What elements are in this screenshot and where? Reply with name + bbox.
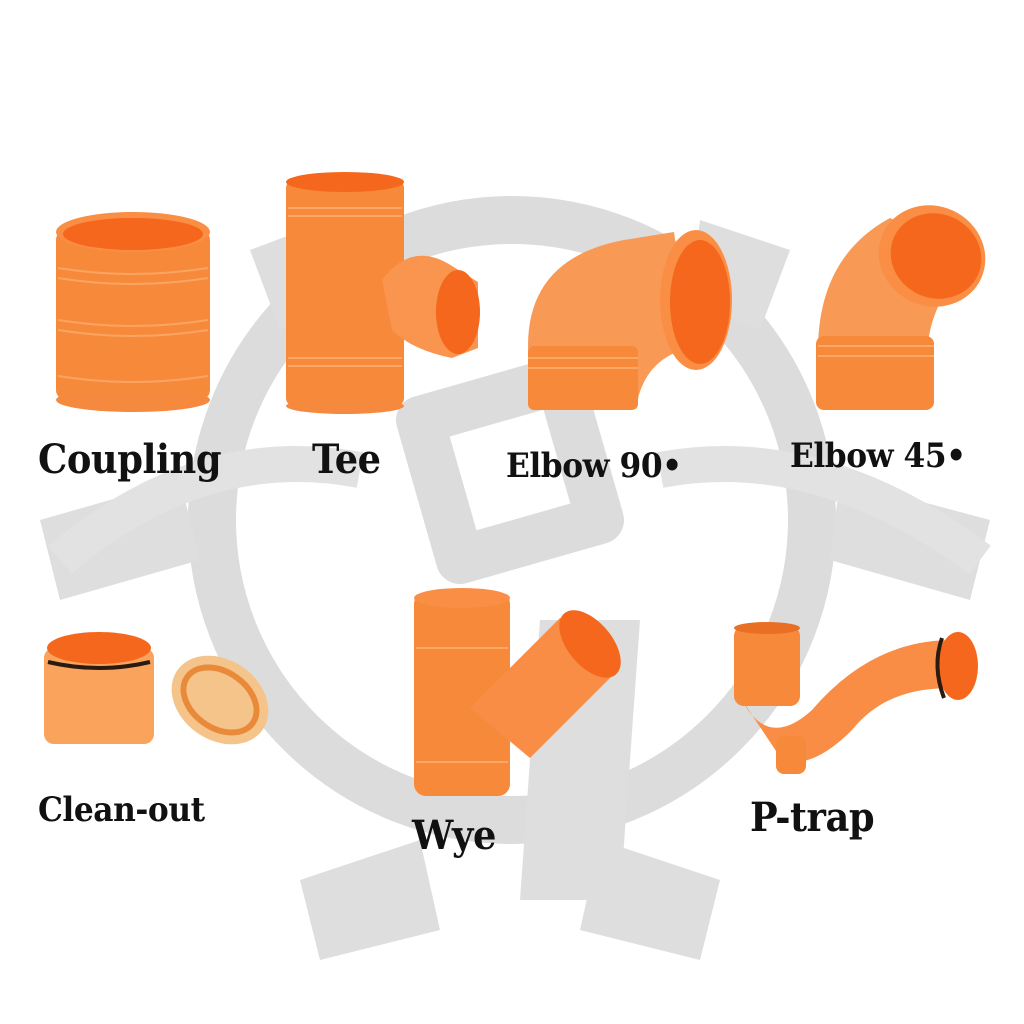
p-trap-label: P-trap xyxy=(750,794,875,841)
coupling-label: Coupling xyxy=(38,436,222,483)
tee-label: Tee xyxy=(312,436,381,483)
wye-label: Wye xyxy=(412,812,496,859)
tee-image xyxy=(286,172,480,414)
elbow-90-label: Elbow 90• xyxy=(506,446,682,486)
elbow-45-label: Elbow 45• xyxy=(790,436,966,476)
clean-out-label: Clean-out xyxy=(38,790,205,830)
coupling-image xyxy=(56,212,210,412)
elbow-90-image xyxy=(528,230,732,410)
p-trap-image xyxy=(734,622,978,774)
clean-out-image xyxy=(44,632,269,745)
wye-image xyxy=(414,588,621,796)
elbow-45-image xyxy=(816,205,986,410)
